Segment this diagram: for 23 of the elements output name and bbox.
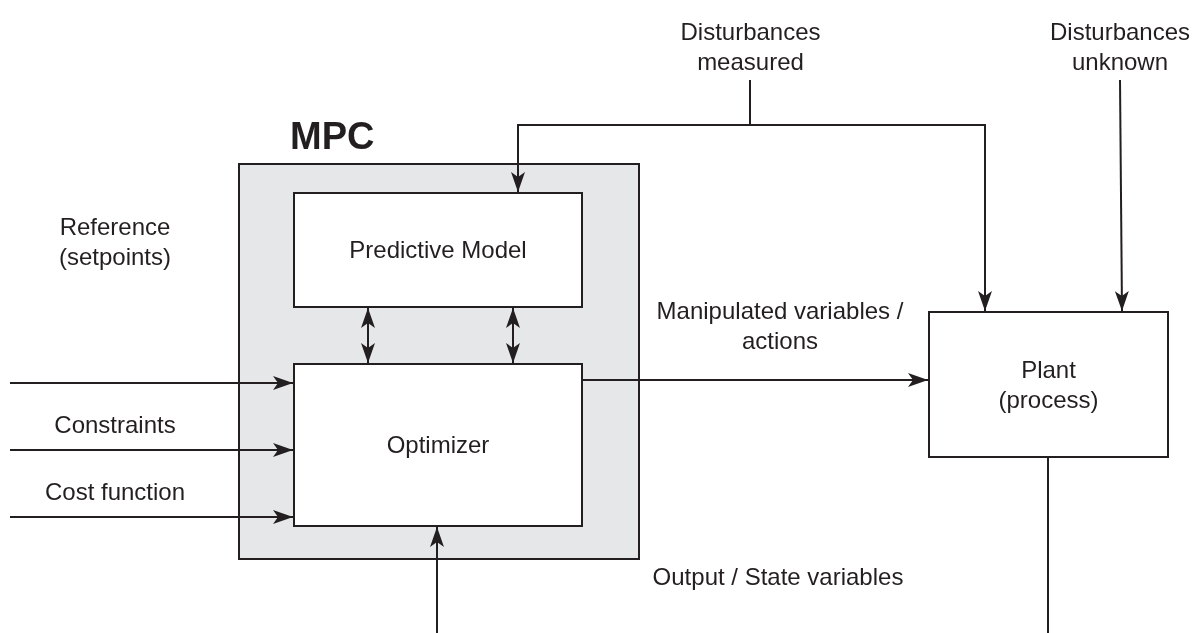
arrow	[582, 373, 929, 387]
input-label: Disturbances unknown	[1048, 17, 1192, 77]
box-label: Predictive Model	[348, 235, 528, 265]
signal-label: Output / State variables	[651, 562, 905, 592]
arrow	[361, 307, 375, 364]
arrow	[506, 307, 520, 364]
arrow	[9, 443, 294, 457]
process-box	[293, 192, 583, 308]
box-label: Plant (process)	[997, 354, 1100, 415]
panel-title: MPC	[290, 114, 375, 159]
arrow	[749, 79, 992, 312]
arrow	[9, 510, 294, 524]
edge-label: Manipulated variables / actions	[655, 296, 905, 356]
edge-label: Constraints	[53, 410, 177, 440]
arrow	[430, 526, 444, 633]
process-box	[293, 363, 583, 527]
process-box	[928, 311, 1169, 458]
input-label: Disturbances measured	[679, 17, 822, 77]
edge-label: Cost function	[43, 477, 187, 507]
arrow	[1114, 79, 1129, 312]
arrow	[9, 376, 294, 390]
box-label: Optimizer	[385, 430, 491, 460]
edge-label: Reference (setpoints)	[57, 212, 172, 272]
